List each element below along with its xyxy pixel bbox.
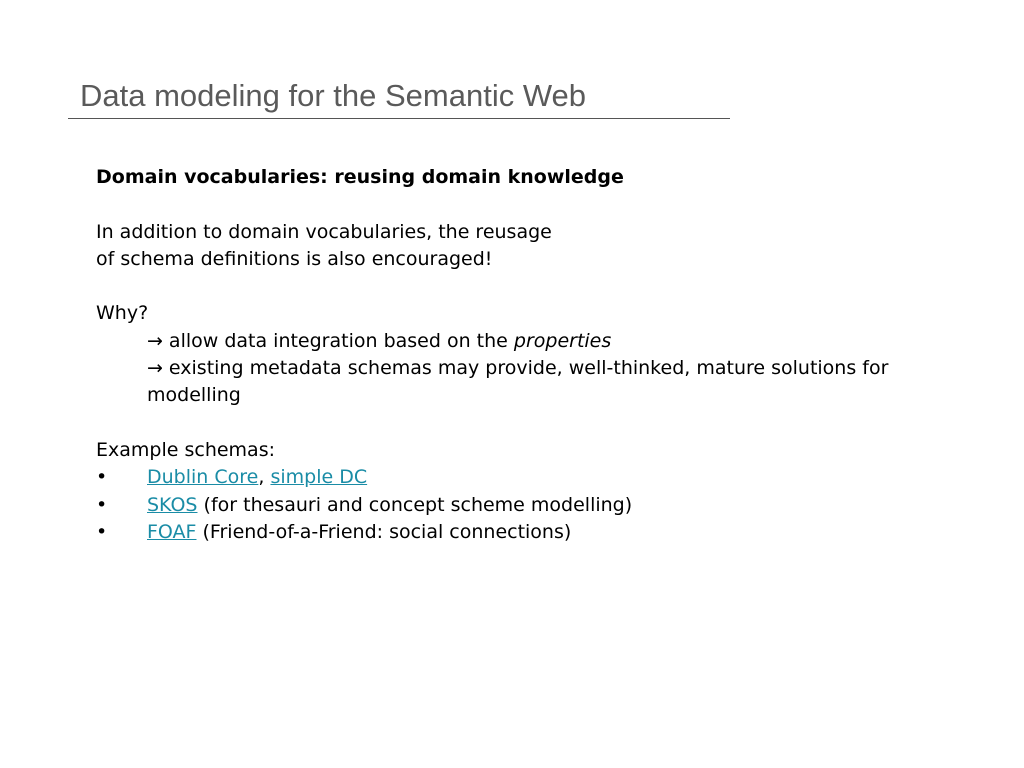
spacer [96,273,976,300]
arrow-right-icon: → [147,357,163,380]
intro-line-2: of schema definitions is also encouraged… [96,247,493,270]
simple-dc-link[interactable]: simple DC [270,466,368,489]
skos-link[interactable]: SKOS [147,493,198,516]
why-label: Why? [96,302,149,325]
bullet-icon: • [96,493,108,516]
foaf-description: (Friend-of-a-Friend: social connections) [196,520,572,543]
bullet-icon: • [96,466,108,489]
reason-2-text: existing metadata schemas may provide, w… [147,357,889,407]
list-item-dublin-core: • Dublin Core, simple DC [96,464,976,491]
intro-line-1: In addition to domain vocabularies, the … [96,220,552,243]
section-heading: Domain vocabularies: reusing domain know… [96,166,624,188]
slide-title: Data modeling for the Semantic Web [80,78,587,113]
foaf-link[interactable]: FOAF [147,520,197,543]
slide-content: Domain vocabularies: reusing domain know… [96,164,976,546]
spacer [96,410,976,437]
separator: , [258,466,271,489]
arrow-right-icon: → [147,329,163,352]
reason-1: →allow data integration based on the pro… [96,328,976,355]
reason-1-emphasis: properties [513,329,612,352]
bullet-icon: • [96,520,108,543]
reason-2: →existing metadata schemas may provide, … [96,355,927,410]
examples-label: Example schemas: [96,438,275,461]
spacer [96,191,976,218]
list-item-foaf: • FOAF (Friend-of-a-Friend: social connec… [96,519,976,546]
list-item-skos: • SKOS (for thesauri and concept scheme m… [96,492,976,519]
reason-1-text: allow data integration based on the [168,329,514,352]
dublin-core-link[interactable]: Dublin Core [147,466,259,489]
skos-description: (for thesauri and concept scheme modelli… [197,493,633,516]
title-divider [68,118,730,119]
